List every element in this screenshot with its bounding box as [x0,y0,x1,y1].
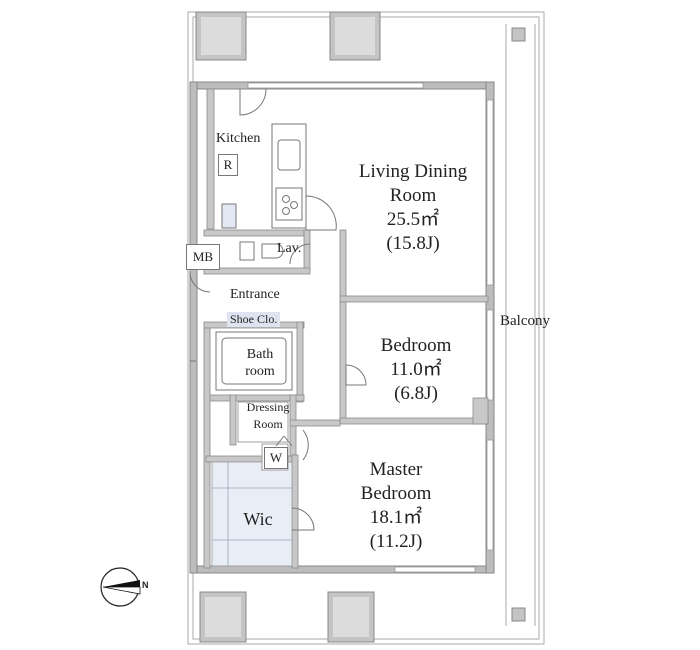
dressing-label-2: Room [253,417,283,431]
shoe-closet-label: Shoe Clo. [227,312,281,327]
bedroom-area: 11.0㎡ [390,359,442,380]
bathtub [215,331,293,391]
master-name-2: Bedroom [360,483,432,504]
master-area: 18.1㎡ [369,507,423,528]
kitchen-counter [221,123,307,229]
wic-floor [211,461,293,567]
wic-label: Wic [243,509,273,529]
living-jo: (15.8J) [386,233,440,254]
compass-north-label: N [142,580,149,590]
bath-label-2: room [245,364,275,379]
bedroom-jo: (6.8J) [394,383,438,404]
living-name-2: Room [389,185,437,206]
lavatory-label: Lav. [277,241,302,256]
doors [189,88,367,531]
bedroom-name: Bedroom [380,335,452,356]
master-name-1: Master [369,459,423,480]
living-area: 25.5㎡ [386,209,440,230]
kitchen-label: Kitchen [216,131,261,146]
entrance-label: Entrance [230,287,280,302]
windows [247,82,494,573]
balcony-label: Balcony [500,313,550,329]
north-compass [100,567,141,607]
meter-box-tag: MB [186,244,220,270]
bath-label-1: Bath [246,347,274,362]
master-jo: (11.2J) [369,531,423,552]
lavatory-fixtures [239,241,284,261]
living-name-1: Living Dining [358,161,468,182]
refrigerator-tag: R [218,154,238,176]
washer-tag: W [264,447,288,469]
dressing-label-1: Dressing [246,400,290,414]
